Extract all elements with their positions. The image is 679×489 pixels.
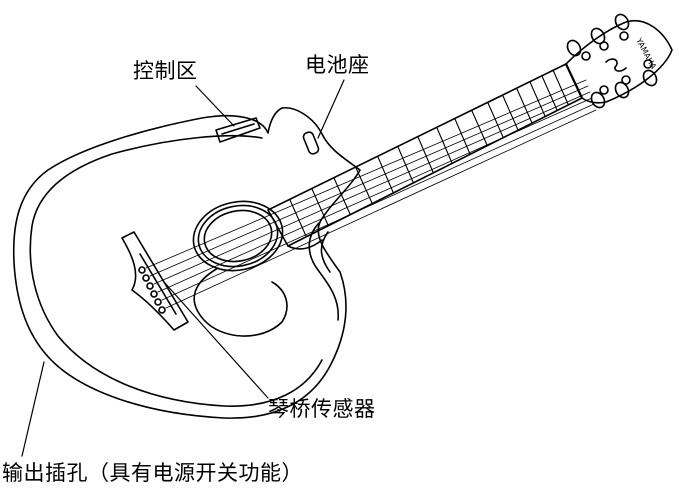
sound-hole-rosette-outer xyxy=(192,200,284,272)
control-panel-detail xyxy=(221,123,255,135)
leader-battery xyxy=(317,79,345,139)
pickguard xyxy=(193,267,288,337)
frets xyxy=(289,69,569,237)
nut xyxy=(564,62,584,100)
headstock-logo-mark xyxy=(605,58,627,72)
leader-bridge-pickup xyxy=(163,281,269,399)
leader-lines xyxy=(21,79,345,457)
sound-hole xyxy=(203,209,273,263)
headstock-brand: YAMAHA xyxy=(634,36,658,71)
bridge-pins xyxy=(138,266,166,314)
leader-output-jack xyxy=(21,361,45,457)
saddle xyxy=(139,253,177,315)
label-battery: 电池座 xyxy=(305,53,370,77)
fretboard xyxy=(267,63,583,247)
control-panel xyxy=(215,117,261,143)
bridge xyxy=(121,231,189,331)
label-bridge-pickup: 琴桥传感器 xyxy=(268,397,376,421)
label-output-jack: 输出插孔（具有电源开关功能） xyxy=(2,461,303,485)
body-binding xyxy=(29,134,323,407)
cutaway-inner xyxy=(320,231,331,273)
tuner-posts xyxy=(581,31,653,95)
cutaway xyxy=(308,221,340,321)
neck-heel xyxy=(287,239,323,250)
battery-holder xyxy=(302,131,320,155)
tuner-buttons xyxy=(566,13,658,109)
label-controls: 控制区 xyxy=(133,59,198,83)
guitar-body xyxy=(12,107,361,419)
leader-controls xyxy=(195,85,235,127)
headstock xyxy=(565,19,673,104)
strings xyxy=(145,79,597,309)
